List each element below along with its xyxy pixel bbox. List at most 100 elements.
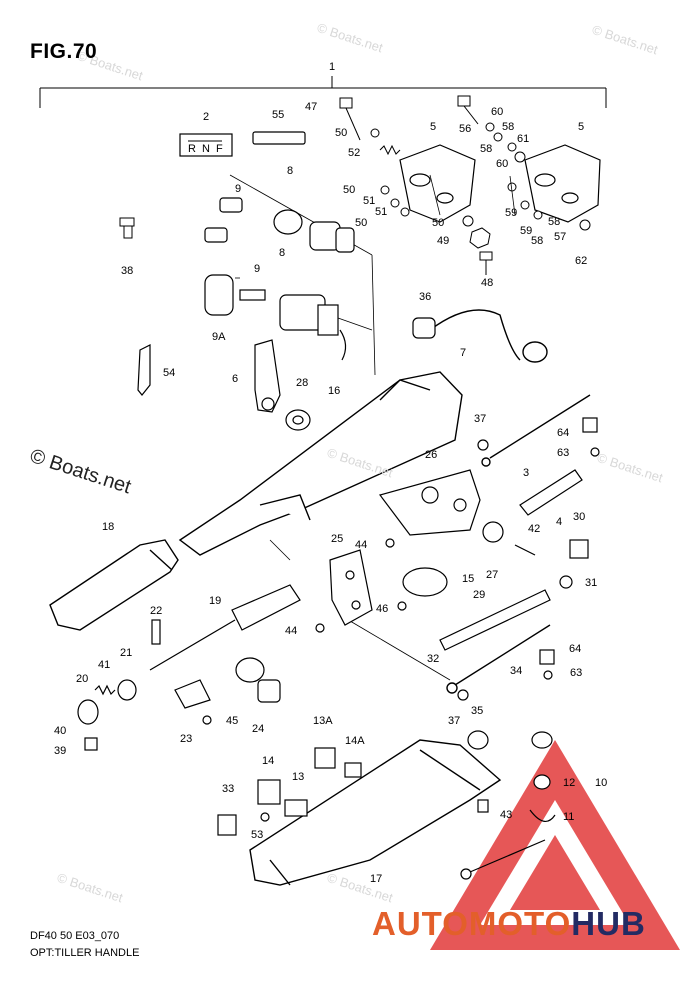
callout-37a: 37 <box>474 413 486 425</box>
figure-title: FIG.70 <box>30 40 98 63</box>
callout-62: 62 <box>575 255 587 267</box>
brand-triangle-logo <box>430 740 680 950</box>
callout-50a: 50 <box>335 127 347 139</box>
callout-63b: 63 <box>570 667 582 679</box>
callout-31: 31 <box>585 577 597 589</box>
bottom-cover-17 <box>249 739 502 886</box>
callout-48: 48 <box>481 277 493 289</box>
callout-8a: 8 <box>287 165 293 177</box>
callout-9A: 9A <box>212 331 226 343</box>
figure-subtitle: OPT:TILLER HANDLE <box>30 947 140 959</box>
grommet-28 <box>285 409 311 431</box>
callout-33: 33 <box>222 783 234 795</box>
brand-text-a: AUTOMOTO <box>372 905 572 942</box>
callout-59a: 59 <box>505 207 517 219</box>
brand-text-b: HUB <box>571 905 646 942</box>
callout-2: 2 <box>203 111 209 123</box>
callout-60a: 60 <box>491 106 503 118</box>
callout-64b: 64 <box>569 643 581 655</box>
washers-right <box>485 122 591 231</box>
callout-44b: 44 <box>285 625 297 637</box>
callout-19: 19 <box>209 595 221 607</box>
callout-51a: 51 <box>363 195 375 207</box>
callout-12: 12 <box>563 777 575 789</box>
callout-23: 23 <box>180 733 192 745</box>
callout-11: 11 <box>563 811 574 823</box>
callout-61: 61 <box>517 133 529 145</box>
wiring-10 <box>460 731 556 880</box>
plate-25 <box>329 549 373 626</box>
cable-3 <box>481 394 591 467</box>
callout-58a: 58 <box>502 121 514 133</box>
callout-44a: 44 <box>355 539 367 551</box>
bolt-48 <box>479 251 493 275</box>
shaft-assembly-26 <box>378 469 481 536</box>
callout-38: 38 <box>121 265 133 277</box>
callout-63a: 63 <box>557 447 569 459</box>
callout-52: 52 <box>348 147 360 159</box>
bolt-43 <box>477 799 489 813</box>
callout-17: 17 <box>370 873 382 885</box>
grip-18 <box>49 539 179 631</box>
callout-55: 55 <box>272 109 284 121</box>
nut-49 <box>469 227 491 249</box>
callout-13: 13 <box>292 771 304 783</box>
figure-code: DF40 50 E03_070 <box>30 930 120 942</box>
callout-13A: 13A <box>313 715 333 727</box>
callout-43: 43 <box>500 809 512 821</box>
rod-19 <box>149 584 301 671</box>
right-small-parts <box>202 417 600 822</box>
washers-left <box>370 128 474 227</box>
selector-label-n: N <box>202 143 210 155</box>
callout-4: 4 <box>556 516 562 528</box>
callout-53: 53 <box>251 829 263 841</box>
callout-labels: 1 2 3 4 5 5 6 7 8 8 9 9 9A 10 11 12 13 1… <box>54 61 607 885</box>
callout-32: 32 <box>427 653 439 665</box>
callout-46: 46 <box>376 603 388 615</box>
clamp-bracket-right <box>524 144 601 223</box>
decal-55 <box>252 131 306 145</box>
small-parts-left <box>77 619 161 751</box>
callout-27: 27 <box>486 569 498 581</box>
callout-41: 41 <box>98 659 110 671</box>
tiller-handle-body <box>178 371 463 556</box>
callout-51b: 51 <box>375 206 387 218</box>
bolt-38 <box>119 217 135 239</box>
callout-29: 29 <box>473 589 485 601</box>
callout-24: 24 <box>252 723 264 735</box>
callout-18: 18 <box>102 521 114 533</box>
callout-64a: 64 <box>557 427 569 439</box>
bolt-47 <box>339 97 361 141</box>
key-switch-upper <box>204 197 355 253</box>
callout-14A: 14A <box>345 735 365 747</box>
bolt-56 <box>457 95 479 125</box>
callout-5b: 5 <box>578 121 584 133</box>
callout-20: 20 <box>76 673 88 685</box>
callout-8b: 8 <box>279 247 285 259</box>
callout-1: 1 <box>329 61 335 73</box>
callout-47: 47 <box>305 101 317 113</box>
callout-58c: 58 <box>548 216 560 228</box>
callout-16: 16 <box>328 385 340 397</box>
selector-label-r: R <box>188 143 196 155</box>
callout-22: 22 <box>150 605 162 617</box>
callout-58d: 58 <box>531 235 543 247</box>
selector-label-f: F <box>216 143 223 155</box>
callout-10: 10 <box>595 777 607 789</box>
clamp-24 <box>235 657 281 703</box>
callout-7: 7 <box>460 347 466 359</box>
callout-28: 28 <box>296 377 308 389</box>
callout-14: 14 <box>262 755 274 767</box>
callout-9b: 9 <box>254 263 260 275</box>
clamp-23 <box>174 679 211 709</box>
lever-6 <box>254 339 281 413</box>
callout-56: 56 <box>459 123 471 135</box>
callout-58b: 58 <box>480 143 492 155</box>
callout-50c: 50 <box>355 217 367 229</box>
assembly-bracket <box>39 76 607 108</box>
callout-9a: 9 <box>235 183 241 195</box>
callout-30: 30 <box>573 511 585 523</box>
callout-36: 36 <box>419 291 431 303</box>
brand-logo-text: AUTOMOTOHUB <box>372 905 646 943</box>
